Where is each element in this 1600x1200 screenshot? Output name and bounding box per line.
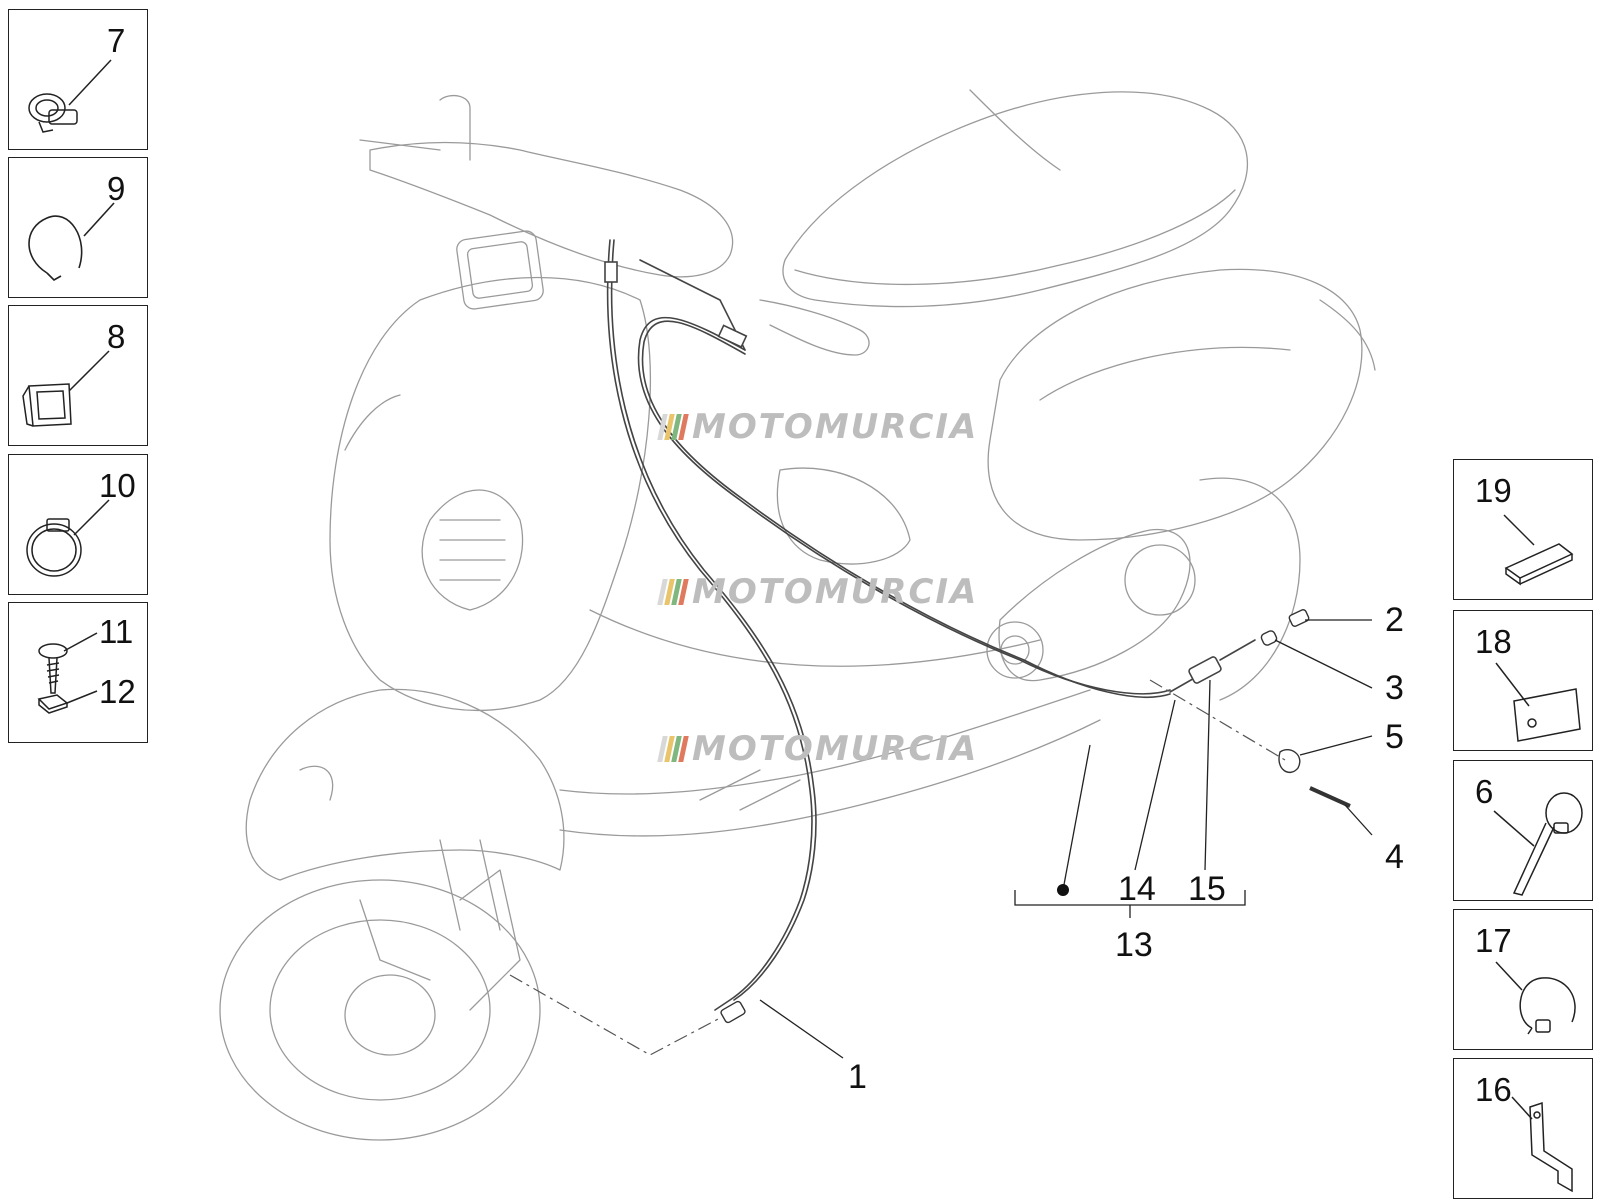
watermark-text: MOTOMURCIA [692,407,979,447]
part-box-18: 18 [1453,610,1593,751]
cable-tie-clamp-icon [1493,792,1583,896]
callout-5: 5 [1385,718,1404,756]
headlight-outline [456,230,544,310]
front-wheel-outline [219,879,541,1141]
callout-4: 4 [1385,838,1404,876]
handlebar-outline [369,141,734,278]
wire-strap-icon [1495,961,1576,1035]
callout-2: 2 [1385,601,1404,639]
watermark-flag-icon [657,577,689,611]
part-number: 17 [1475,922,1512,959]
part-number: 12 [99,673,136,710]
callout-13: 13 [1115,926,1153,964]
part-box-7: 7 [8,9,148,150]
part-box-6: 6 [1453,760,1593,901]
screw-and-nut-icon [37,632,98,714]
rubber-pad-icon [1503,514,1574,586]
watermark-flag-icon [657,412,689,446]
callout-15: 15 [1188,870,1226,908]
bent-bracket-icon [1511,1096,1573,1193]
watermark-flag-icon [657,734,689,768]
leader-lines [759,619,1373,1059]
adjuster-parts [1260,609,1351,808]
adhesive-plate-icon [1495,662,1581,742]
watermark-text: MOTOMURCIA [692,572,979,612]
band-clamp-icon [26,499,110,577]
side-cowl-outline [987,268,1363,541]
part-box-17: 17 [1453,909,1593,1050]
callout-1: 1 [848,1058,867,1096]
callout-14: 14 [1118,870,1156,908]
part-box-11-12: 11 12 [8,602,148,743]
front-shield-outline [329,276,652,712]
cable-clip-icon [22,350,110,427]
part-number: 10 [99,467,136,504]
engine-cover-outline [998,528,1191,682]
part-number: 11 [99,613,134,650]
part-number: 7 [107,22,126,59]
part-number: 19 [1475,472,1512,509]
wire-ring-icon [28,202,115,281]
callout-3: 3 [1385,669,1404,707]
bullet-marker [1057,884,1069,896]
part-number: 18 [1475,623,1512,660]
watermark-text: MOTOMURCIA [692,729,979,769]
part-number: 16 [1475,1071,1512,1108]
part-box-19: 19 [1453,459,1593,600]
hose-clamp-icon [28,59,112,133]
seat-outline [782,91,1249,308]
part-number: 9 [107,170,126,207]
speedometer-cable [606,239,813,1011]
part-number: 6 [1475,773,1494,810]
part-box-8: 8 [8,305,148,446]
front-fender-outline [245,688,565,881]
watermark: MOTOMURCIA [657,572,979,612]
watermark: MOTOMURCIA [657,729,979,769]
part-number: 8 [107,318,126,355]
part-box-10: 10 [8,454,148,595]
part-box-9: 9 [8,157,148,298]
part-box-16: 16 [1453,1058,1593,1199]
watermark: MOTOMURCIA [657,407,979,447]
